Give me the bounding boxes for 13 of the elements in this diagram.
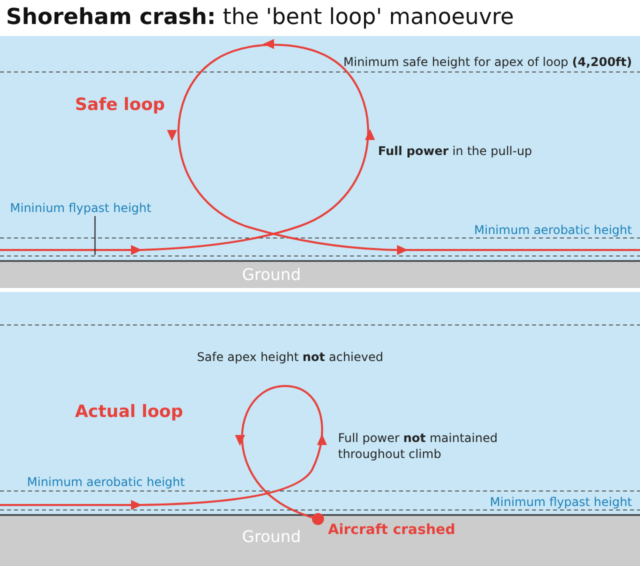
leader-line bbox=[94, 216, 96, 255]
title: Shoreham crash: the 'bent loop' manoeuvre bbox=[6, 4, 514, 32]
loop-label: Safe loop bbox=[75, 95, 165, 115]
loop-label: Actual loop bbox=[75, 402, 184, 422]
height-label: Minimum aerobatic height bbox=[27, 474, 185, 490]
height-label: Minimum aerobatic height bbox=[474, 222, 632, 238]
note-text: Safe apex height not achieved bbox=[197, 349, 384, 365]
note-text: Full power not maintained throughout climb bbox=[338, 430, 499, 462]
height-label: Minimum flypast height bbox=[490, 494, 632, 510]
note-text: Minimum safe height for apex of loop (4,200ft) bbox=[343, 54, 632, 70]
note-text: Full power in the pull-up bbox=[378, 143, 532, 159]
crash-label: Aircraft crashed bbox=[328, 521, 456, 539]
height-label: Mininium flypast height bbox=[10, 200, 152, 216]
